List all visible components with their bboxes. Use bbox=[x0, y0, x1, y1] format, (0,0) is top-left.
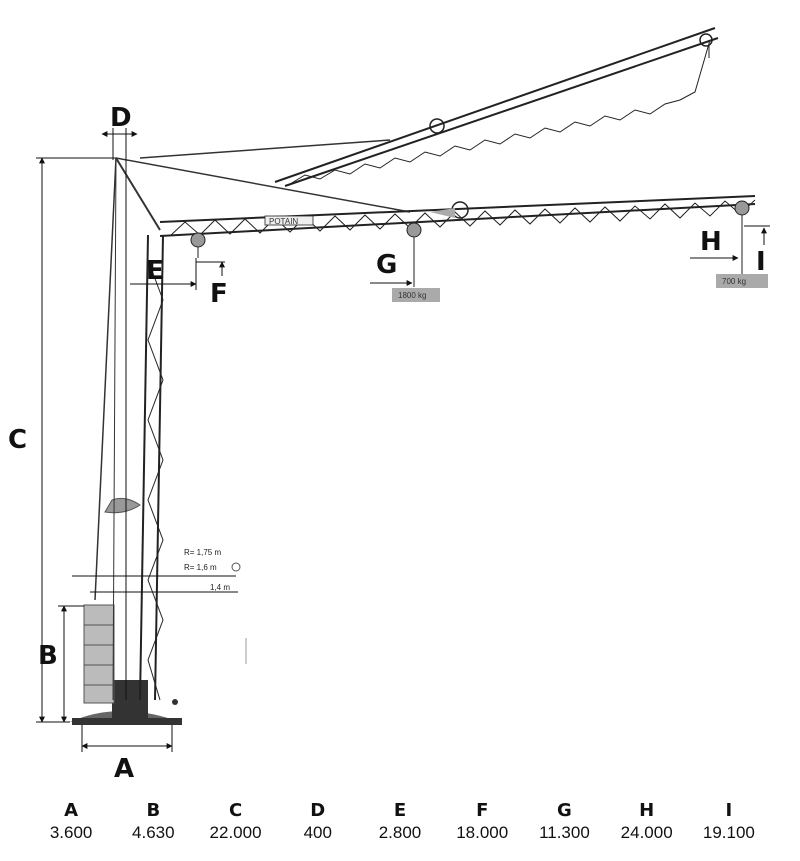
dim-key: B bbox=[146, 800, 161, 821]
dim-value: 18.000 bbox=[456, 823, 509, 842]
label-B: B bbox=[38, 641, 58, 671]
label-D: D bbox=[110, 103, 132, 133]
trolley-inner bbox=[190, 232, 206, 258]
dim-key: C bbox=[228, 800, 243, 821]
dim-col-D: D 400 bbox=[277, 800, 359, 844]
label-G: G bbox=[376, 250, 397, 280]
dim-key: H bbox=[639, 800, 655, 821]
radius-note-1: R= 1,75 m bbox=[184, 548, 221, 557]
trolley-tip bbox=[734, 200, 750, 274]
dim-value: 19.100 bbox=[702, 823, 755, 842]
dim-value: 24.000 bbox=[620, 823, 673, 842]
label-C: C bbox=[8, 425, 27, 455]
dim-col-F: F 18.000 bbox=[441, 800, 523, 844]
dim-value: 2.800 bbox=[378, 823, 422, 842]
dim-key: I bbox=[725, 800, 733, 821]
dim-key: E bbox=[393, 800, 407, 821]
offset-note: 1,4 m bbox=[210, 583, 230, 592]
horizontal-jib bbox=[159, 195, 756, 237]
dimension-lines bbox=[36, 128, 770, 752]
dim-col-A: A 3.600 bbox=[30, 800, 112, 844]
label-H: H bbox=[700, 227, 722, 257]
dim-value: 3.600 bbox=[49, 823, 93, 842]
load-tag-mid-text: 1800 kg bbox=[398, 291, 426, 300]
load-tag-tip bbox=[716, 274, 768, 288]
crane-base bbox=[70, 680, 182, 725]
dim-col-G: G 11.300 bbox=[523, 800, 605, 844]
label-A: A bbox=[114, 754, 134, 780]
dim-col-E: E 2.800 bbox=[359, 800, 441, 844]
dim-value: 400 bbox=[303, 823, 332, 842]
raised-jib bbox=[274, 27, 719, 187]
stay-cables bbox=[94, 139, 411, 701]
trolley-mid bbox=[406, 222, 422, 287]
dim-col-I: I 19.100 bbox=[688, 800, 770, 844]
crane-diagram: POTAIN 1800 kg 700 kg bbox=[8, 27, 770, 780]
label-E: E bbox=[146, 256, 164, 286]
label-F: F bbox=[210, 279, 228, 309]
load-tag-tip-text: 700 kg bbox=[722, 277, 746, 286]
counterweight bbox=[83, 604, 115, 704]
dim-value: 11.300 bbox=[539, 823, 590, 842]
radius-marker-icon bbox=[231, 562, 241, 572]
dimension-table: A 3.600 B 4.630 C 22.000 D 400 E 2.800 F 18.00… bbox=[30, 800, 770, 844]
dim-key: D bbox=[310, 800, 326, 821]
dim-key: A bbox=[64, 800, 79, 821]
load-tag-mid bbox=[392, 288, 440, 302]
dim-col-C: C 22.000 bbox=[194, 800, 276, 844]
dim-col-H: H 24.000 bbox=[606, 800, 688, 844]
dim-key: F bbox=[476, 800, 489, 821]
dim-col-B: B 4.630 bbox=[112, 800, 194, 844]
dim-value: 4.630 bbox=[132, 823, 175, 842]
radius-note-2: R= 1,6 m bbox=[184, 563, 217, 572]
label-I: I bbox=[756, 247, 766, 277]
dim-value: 22.000 bbox=[209, 823, 262, 842]
dim-key: G bbox=[557, 800, 572, 821]
brand-label: POTAIN bbox=[269, 217, 298, 226]
